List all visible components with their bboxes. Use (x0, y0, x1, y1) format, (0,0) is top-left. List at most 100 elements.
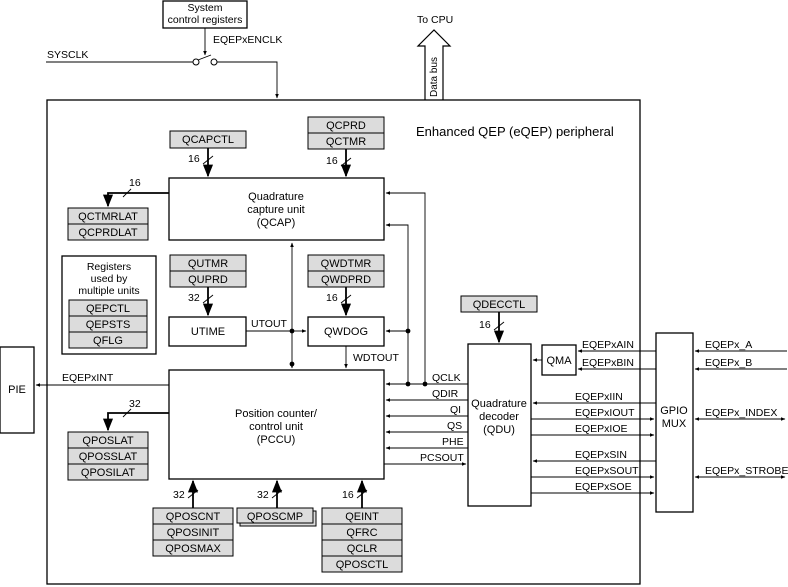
pccu-label-3: (PCCU) (257, 434, 296, 446)
register-group-qcprd-qctmr: QCPRD QCTMR (307, 116, 385, 150)
shared-title-3: multiple units (78, 285, 139, 297)
register-qposcmp: QPOSCMP (236, 507, 317, 527)
gpio-mux-block: GPIO MUX (655, 332, 694, 513)
qdecctl-label: QDECCTL (473, 299, 526, 311)
qcap-block: Quadrature capture unit (QCAP) (168, 177, 385, 241)
bus-width-qcapctl: 16 (188, 153, 200, 165)
qclk-label: QCLK (432, 372, 461, 384)
pie-label: PIE (8, 384, 26, 396)
qdu-label-1: Quadrature (471, 398, 527, 410)
utime-label: UTIME (191, 326, 225, 338)
pcsout-label: PCSOUT (420, 452, 464, 464)
qwdtmr-label: QWDTMR (321, 258, 372, 270)
shared-title-2: used by (91, 273, 129, 285)
shared-title-1: Registers (87, 261, 131, 273)
qclr-label: QCLR (347, 543, 378, 555)
qcprdlat-label: QCPRDLAT (78, 227, 137, 239)
qwdog-label: QWDOG (324, 326, 368, 338)
qposctl-label: QPOSCTL (336, 559, 389, 571)
system-label-2: control registers (168, 14, 243, 26)
qposslat-label: QPOSSLAT (79, 451, 138, 463)
pccu-label-2: control unit (249, 421, 303, 433)
qepctl-label: QEPCTL (86, 303, 130, 315)
pccu-block: Position counter/ control unit (PCCU) (168, 369, 385, 480)
bus-width-qeint: 16 (342, 489, 354, 501)
shared-registers-group: Registers used by multiple units QEPCTL … (61, 255, 157, 355)
utime-block: UTIME (168, 316, 247, 347)
bus-width-qwdprd: 16 (326, 292, 338, 304)
pin-eqepx-index: EQEPx_INDEX (705, 407, 777, 419)
qdu-block: Quadrature decoder (QDU) (467, 343, 532, 507)
qdu-label-3: (QDU) (483, 424, 515, 436)
quprd-label: QUPRD (188, 274, 228, 286)
bus-width-qctmrlat: 16 (129, 177, 141, 189)
register-group-qutmr-quprd: QUTMR QUPRD (169, 254, 247, 288)
qs-label: QS (447, 420, 462, 432)
gpio-label-2: MUX (662, 418, 687, 430)
pie-block: PIE (0, 346, 35, 434)
eqepxioe-label: EQEPxIOE (575, 423, 628, 435)
qwdprd-label: QWDPRD (321, 274, 371, 286)
bus-width-qposcnt: 32 (173, 489, 185, 501)
gpio-label-1: GPIO (660, 405, 688, 417)
pccu-label-1: Position counter/ (235, 408, 318, 420)
pin-eqepx-a: EQEPx_A (705, 339, 752, 351)
qcap-label-1: Quadrature (248, 191, 304, 203)
qwdog-block: QWDOG (307, 316, 385, 347)
qctmrlat-label: QCTMRLAT (78, 211, 138, 223)
register-group-qeint: QEINT QFRC QCLR QPOSCTL (321, 507, 403, 573)
clock-switch (46, 54, 279, 99)
qeint-label: QEINT (345, 511, 379, 523)
qposinit-label: QPOSINIT (167, 527, 220, 539)
eqepxenclk-label: EQEPxENCLK (213, 34, 282, 46)
qdir-label: QDIR (432, 388, 459, 400)
eqepxain-label: EQEPxAIN (582, 339, 634, 351)
bus-width-qposlat: 32 (129, 398, 141, 410)
register-group-qposlat: QPOSLAT QPOSSLAT QPOSILAT (67, 431, 149, 481)
data-bus-label: Data bus (429, 57, 440, 97)
register-group-qwdtmr-qwdprd: QWDTMR QWDPRD (307, 254, 385, 288)
qutmr-label: QUTMR (188, 258, 228, 270)
eqepxiin-label: EQEPxIIN (575, 391, 623, 403)
qdu-label-2: decoder (479, 411, 519, 423)
utout-label: UTOUT (251, 318, 288, 330)
qposcmp-label: QPOSCMP (247, 511, 303, 523)
qcap-label-2: capture unit (247, 204, 304, 216)
eqepxsout-label: EQEPxSOUT (575, 465, 639, 477)
bus-width-qdecctl: 16 (479, 319, 491, 331)
register-group-qposcnt: QPOSCNT QPOSINIT QPOSMAX (152, 507, 234, 557)
qi-label: QI (450, 404, 461, 416)
sysclk-label: SYSCLK (47, 49, 88, 61)
eqepxbin-label: EQEPxBIN (582, 357, 634, 369)
qctmr-label: QCTMR (326, 136, 366, 148)
system-label-1: System (187, 2, 222, 14)
qcapctl-label: QCAPCTL (182, 134, 234, 146)
qflg-label: QFLG (93, 335, 123, 347)
qposcnt-label: QPOSCNT (166, 511, 221, 523)
eqepxsoe-label: EQEPxSOE (575, 481, 632, 493)
qma-block: QMA (541, 344, 577, 376)
eqepxsin-label: EQEPxSIN (575, 449, 627, 461)
eqepxint-label: EQEPxINT (62, 372, 114, 384)
pin-eqepx-strobe: EQEPx_STROBE (705, 465, 788, 477)
peripheral-title: Enhanced QEP (eQEP) peripheral (416, 124, 614, 139)
qma-label: QMA (546, 355, 572, 367)
bus-width-quprd: 32 (188, 292, 200, 304)
register-group-qctmrlat-qcprdlat: QCTMRLAT QCPRDLAT (67, 207, 149, 241)
qposmax-label: QPOSMAX (165, 543, 221, 555)
qepsts-label: QEPSTS (86, 319, 131, 331)
bus-width-qcprd: 16 (326, 155, 338, 167)
qposilat-label: QPOSILAT (81, 467, 135, 479)
qposlat-label: QPOSLAT (82, 435, 133, 447)
to-cpu-label: To CPU (417, 14, 453, 26)
system-control-registers: System control registers (162, 0, 248, 29)
pin-eqepx-b: EQEPx_B (705, 357, 752, 369)
eqepxiout-label: EQEPxIOUT (575, 407, 635, 419)
data-bus-arrow: Data bus (416, 29, 452, 100)
qfrc-label: QFRC (346, 527, 377, 539)
phe-label: PHE (442, 436, 464, 448)
bus-width-qposcmp: 32 (257, 489, 269, 501)
qcap-label-3: (QCAP) (257, 217, 296, 229)
qcprd-label: QCPRD (326, 120, 366, 132)
